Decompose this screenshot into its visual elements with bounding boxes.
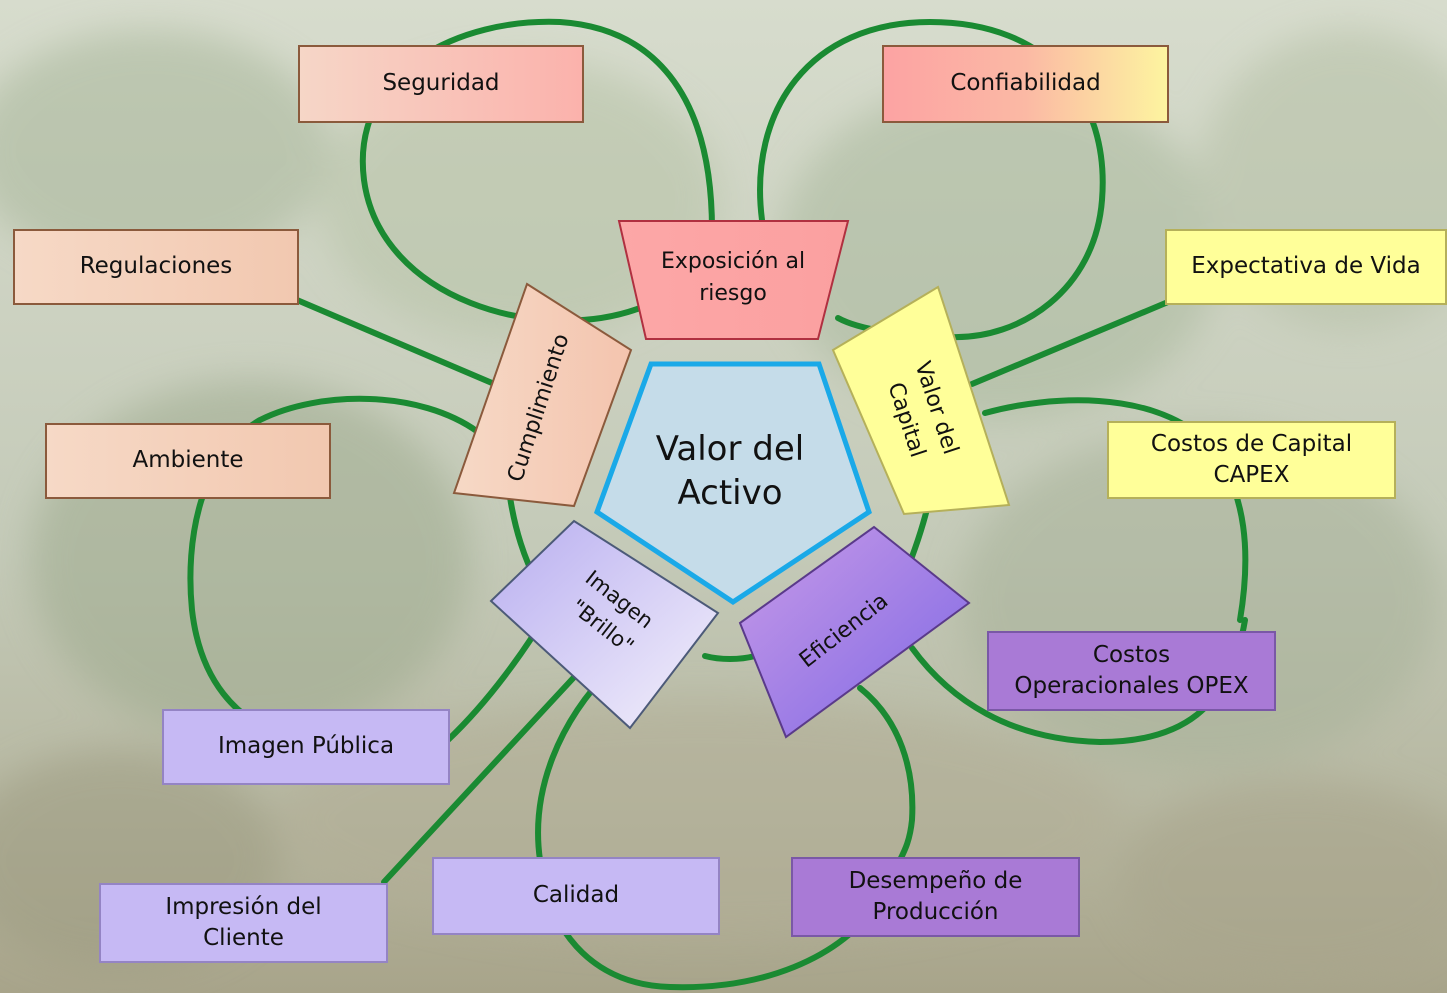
box-expectativa-label: Expectativa de Vida (1191, 253, 1421, 280)
box-imagen-publica-label: Imagen Pública (217, 733, 395, 760)
efficiency-shape (738, 525, 971, 739)
box-capex-label-line1: Costos de Capital (1150, 430, 1353, 457)
box-capex: Costos de Capital CAPEX (1107, 421, 1396, 499)
connector-regulaciones (294, 297, 495, 386)
connector-impresion (381, 657, 593, 885)
box-confiabilidad-label: Confiabilidad (950, 70, 1101, 97)
box-imagen-publica: Imagen Pública (162, 709, 450, 785)
exposure-trapezoid (617, 220, 850, 340)
box-regulaciones: Regulaciones (13, 229, 299, 305)
box-seguridad: Seguridad (298, 45, 584, 123)
box-desempeno-label-line1: Desempeño de (848, 867, 1023, 894)
box-desempeno-label-line2: Producción (872, 899, 999, 925)
box-impresion-label-line1: Impresión del (165, 893, 322, 920)
box-opex: Costos Operacionales OPEX (987, 631, 1276, 711)
box-calidad: Calidad (432, 857, 720, 935)
box-regulaciones-label: Regulaciones (79, 253, 233, 280)
box-expectativa: Expectativa de Vida (1165, 229, 1447, 305)
box-ambiente: Ambiente (45, 423, 331, 499)
exposure-label-line1: Exposición al (661, 249, 805, 274)
center-label-line1: Valor del (656, 429, 804, 469)
box-desempeno: Desempeño de Producción (791, 857, 1080, 937)
box-ambiente-label: Ambiente (132, 447, 244, 474)
connector-bottom-inner (702, 653, 758, 662)
box-opex-label-line1: Costos (1092, 641, 1171, 668)
box-confiabilidad: Confiabilidad (882, 45, 1169, 123)
center-label-line2: Activo (677, 473, 782, 513)
box-seguridad-label: Seguridad (382, 70, 500, 97)
exposure-label-line2: riesgo (699, 281, 767, 306)
connector-expectativa (969, 299, 1171, 387)
center-pentagon (593, 361, 872, 605)
box-capex-label-line2: CAPEX (1213, 462, 1290, 488)
compliance-shape (452, 282, 633, 508)
box-calidad-label: Calidad (532, 882, 620, 909)
box-impresion: Impresión del Cliente (99, 883, 388, 963)
image-shine-shape (489, 519, 720, 730)
box-opex-label-line2: Operacionales OPEX (1014, 673, 1249, 699)
connector-loop-desempeno (857, 685, 916, 863)
connector-loop-calidad (535, 665, 883, 991)
capital-shape (831, 285, 1011, 516)
box-impresion-label-line2: Cliente (203, 925, 284, 951)
